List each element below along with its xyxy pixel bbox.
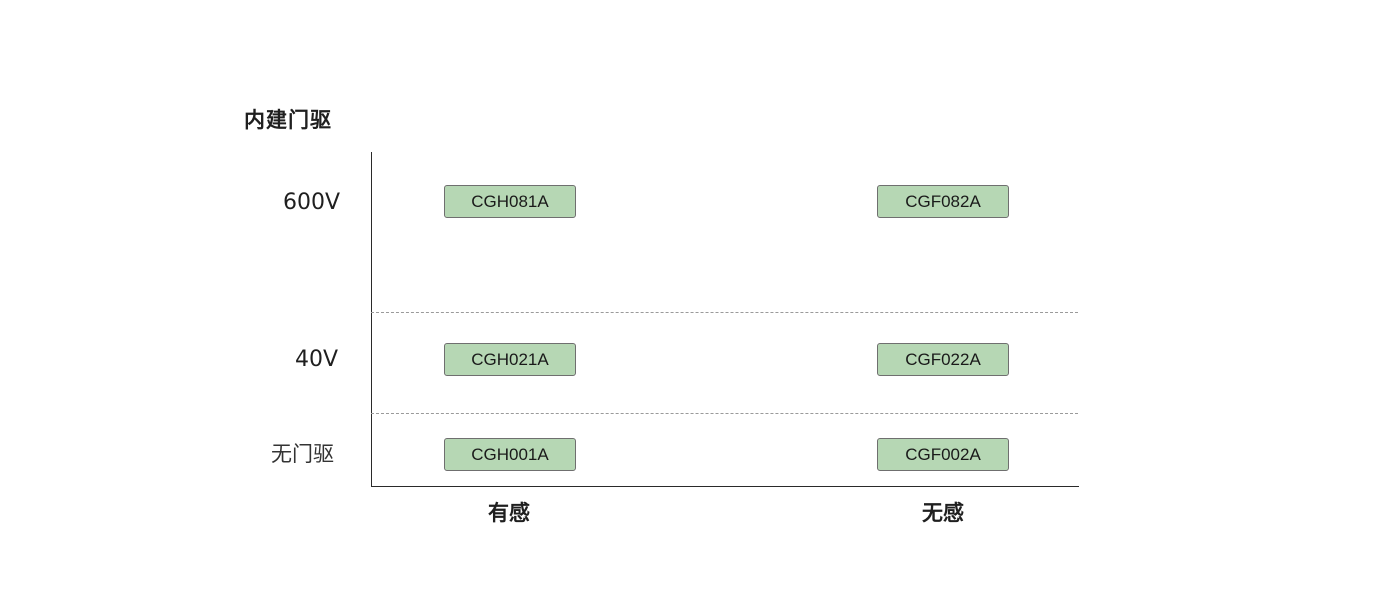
chip-cgf082a: CGF082A [877,185,1009,218]
x-axis-line [371,486,1079,487]
row-label-600v: 600V [283,190,341,215]
row-label-40v: 40V [295,347,339,372]
chip-cgh081a: CGH081A [444,185,576,218]
column-label-sensored: 有感 [488,501,530,525]
y-axis-title: 内建门驱 [244,108,332,132]
chip-cgh021a: CGH021A [444,343,576,376]
chip-cgf022a: CGF022A [877,343,1009,376]
row-divider-lower [371,413,1078,414]
chip-cgh001a: CGH001A [444,438,576,471]
row-divider-upper [371,312,1078,313]
chip-cgf002a: CGF002A [877,438,1009,471]
y-axis-line [371,152,372,487]
row-label-no-gate-driver: 无门驱 [271,442,334,466]
column-label-sensorless: 无感 [922,501,964,525]
